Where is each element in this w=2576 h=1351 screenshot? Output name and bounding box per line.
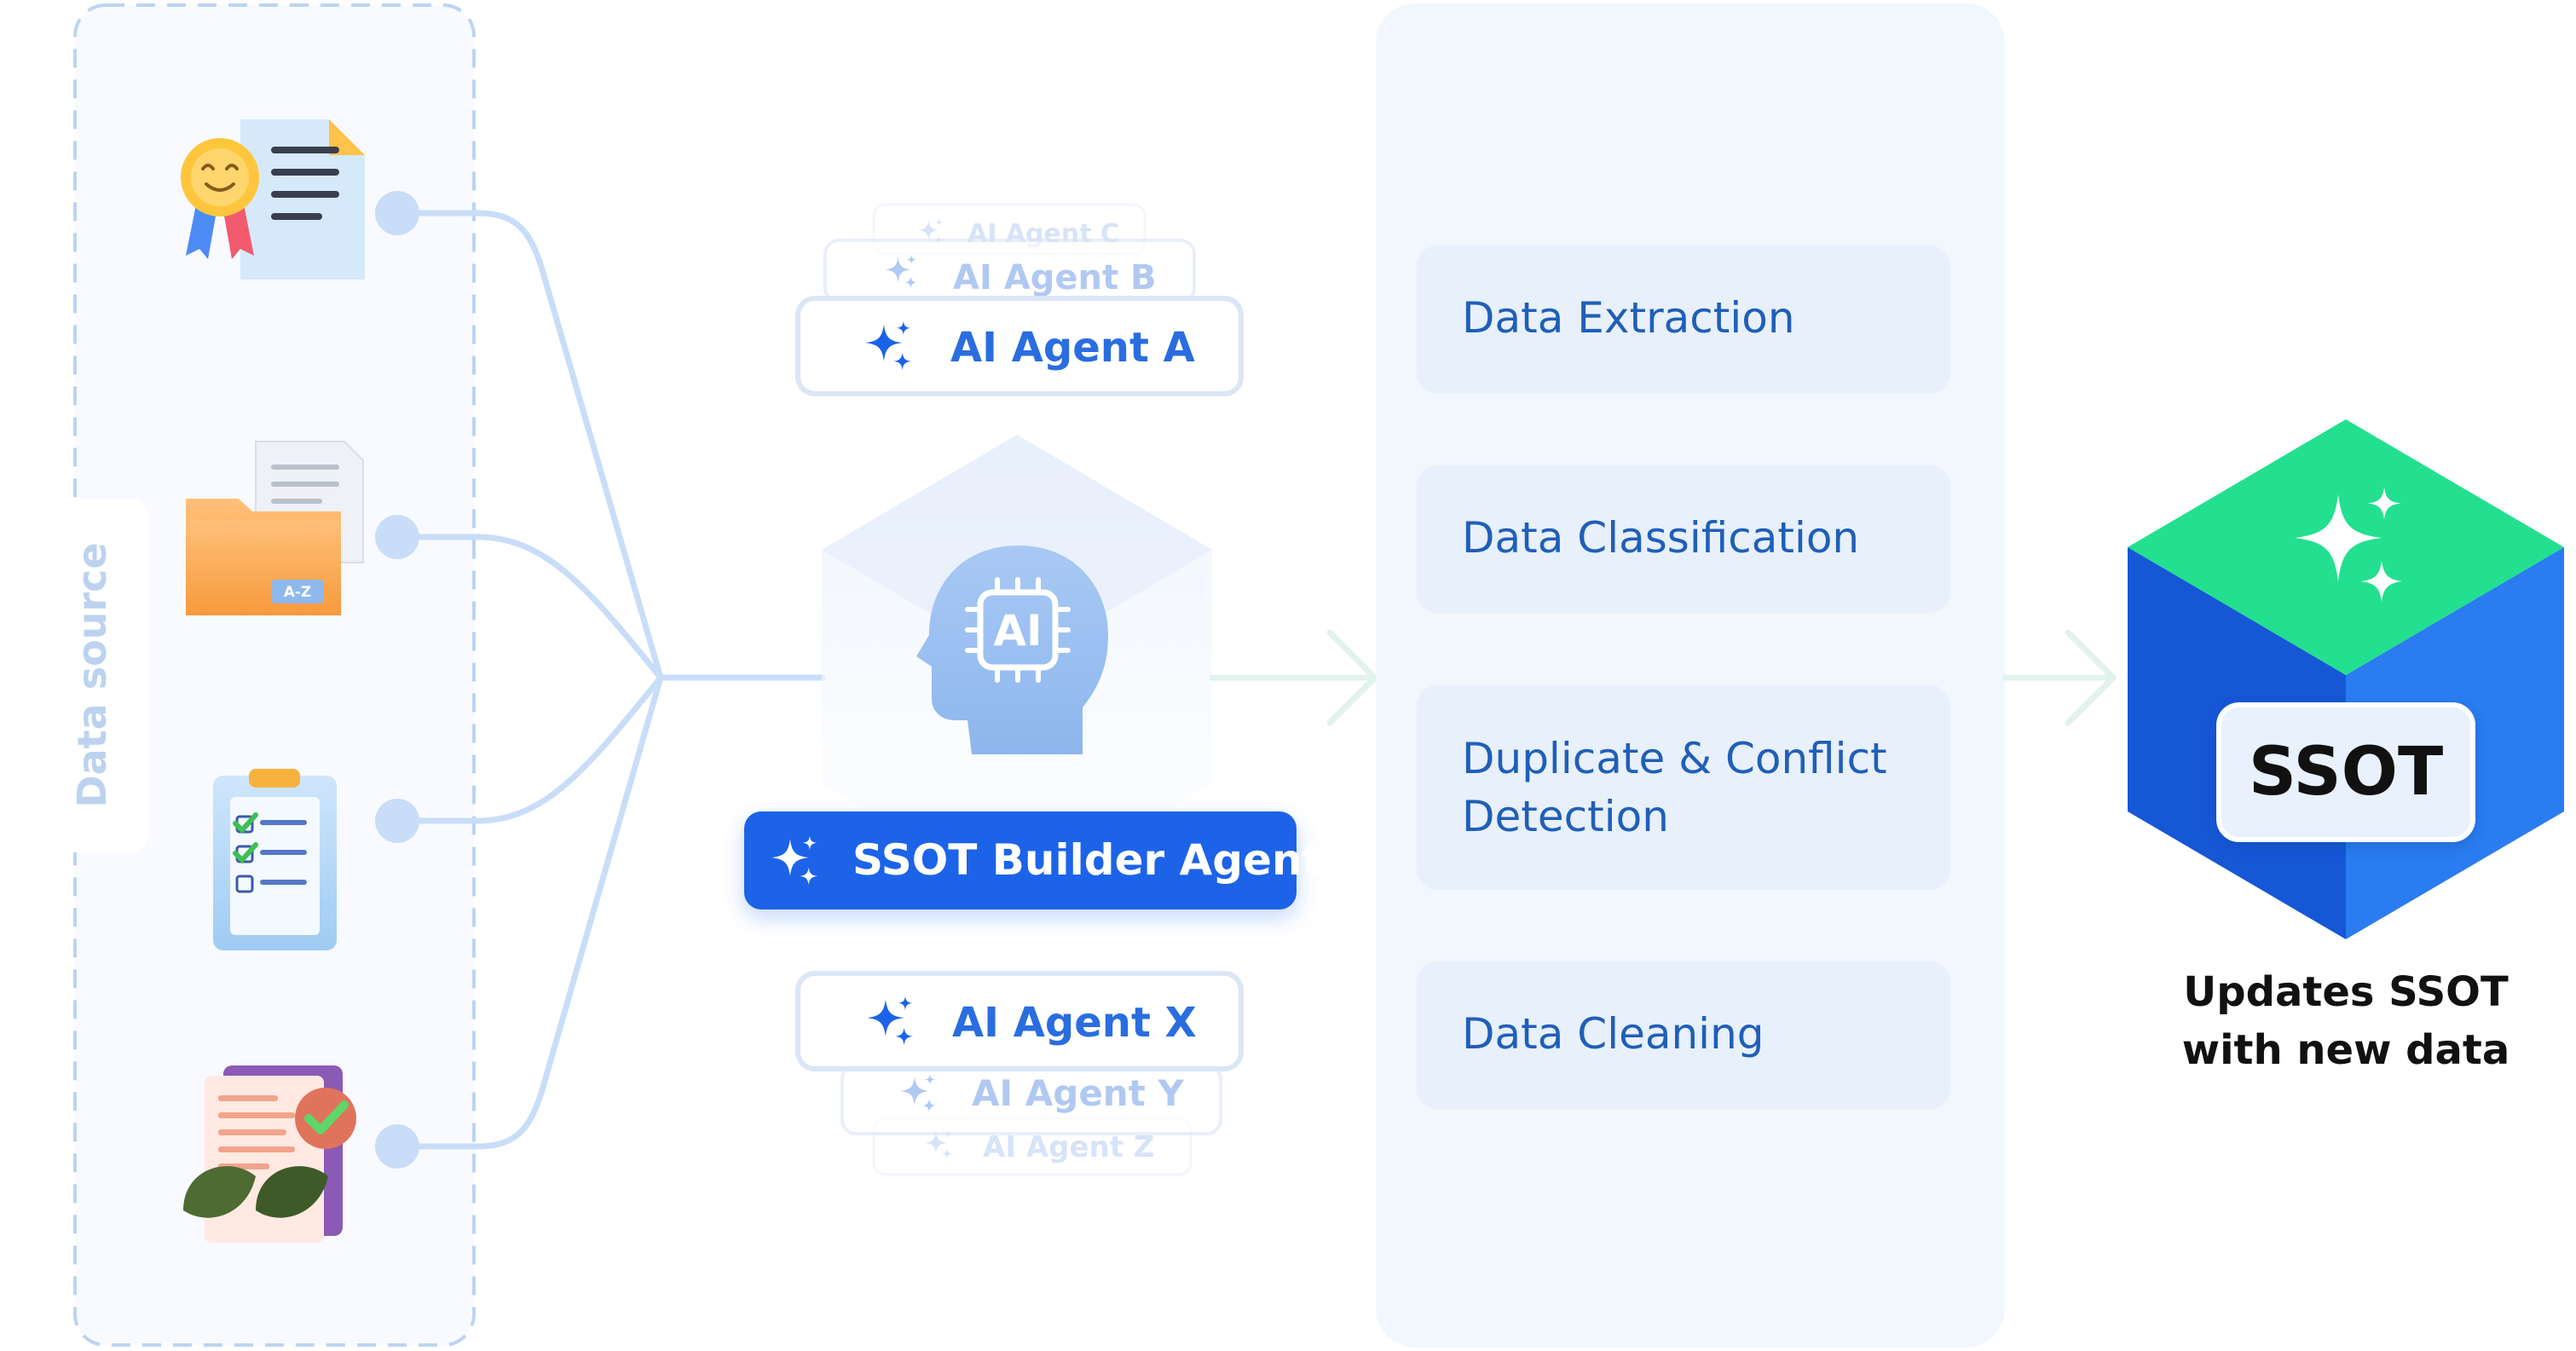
agent-a-card[interactable]: AI Agent A [795, 296, 1244, 396]
agent-b-label: AI Agent B [953, 258, 1157, 297]
agent-x-card[interactable]: AI Agent X [795, 971, 1244, 1071]
folder-label: A-Z [284, 584, 312, 601]
agent-a-label: AI Agent A [950, 324, 1195, 372]
checklist-icon [213, 769, 337, 950]
connector-line-4 [394, 674, 664, 1150]
step-data-cleaning[interactable]: Data Cleaning [1417, 961, 1950, 1109]
step-data-extraction[interactable]: Data Extraction [1417, 245, 1950, 393]
agent-y-card[interactable]: AI Agent Y [840, 1064, 1222, 1135]
connector-line-2 [394, 534, 664, 681]
step-duplicate-conflict-label-line-2: Detection [1462, 792, 1669, 841]
ssot-caption-line-2: with new data [2182, 1026, 2510, 1074]
ai-chip-label: AI [993, 606, 1042, 655]
step-data-classification-label: Data Classification [1462, 513, 1859, 563]
data-source-label: Data source [69, 542, 115, 807]
agent-b-card[interactable]: AI Agent B [823, 239, 1196, 303]
ssot-cube: SSOT [2128, 419, 2564, 939]
ssot-builder-agent-label: SSOT Builder Agent [852, 835, 1322, 885]
agent-x-label: AI Agent X [952, 999, 1197, 1047]
connector-line-1 [394, 210, 664, 681]
certificate-icon [181, 119, 365, 280]
ai-head-icon: AI [916, 546, 1108, 754]
step-duplicate-conflict-label-line-1: Duplicate & Conflict [1462, 734, 1887, 783]
connector-line-3 [394, 674, 664, 824]
connector-dots [375, 191, 419, 1169]
ssot-builder-agent-button[interactable]: SSOT Builder Agent [744, 811, 1322, 909]
process-panel-bg [1376, 3, 2005, 1348]
folder-icon: A-Z [186, 441, 364, 615]
step-data-classification[interactable]: Data Classification [1417, 465, 1950, 613]
connector-dot-4 [375, 1124, 419, 1169]
process-panel: Data Extraction Data Classification Dupl… [1376, 3, 2005, 1348]
step-data-extraction-label: Data Extraction [1462, 293, 1795, 343]
arrow-to-ssot [2001, 629, 2117, 726]
agent-y-label: AI Agent Y [972, 1072, 1184, 1114]
agent-z-label: AI Agent Z [983, 1130, 1154, 1164]
ssot-badge-label: SSOT [2249, 734, 2443, 811]
connector-dot-3 [375, 799, 419, 843]
connector-dot-1 [375, 191, 419, 235]
source-connectors [394, 210, 826, 1150]
eco-document-icon [183, 1065, 356, 1243]
ssot-caption-line-1: Updates SSOT [2183, 968, 2509, 1016]
ssot-badge [2216, 702, 2475, 842]
data-source-label-tab [49, 499, 148, 852]
data-source-group: Data source [49, 3, 476, 1347]
arrow-to-process [1209, 629, 1378, 726]
step-duplicate-conflict-detection[interactable]: Duplicate & Conflict Detection [1417, 685, 1950, 890]
step-data-cleaning-label: Data Cleaning [1462, 1009, 1765, 1059]
connector-dot-2 [375, 515, 419, 559]
